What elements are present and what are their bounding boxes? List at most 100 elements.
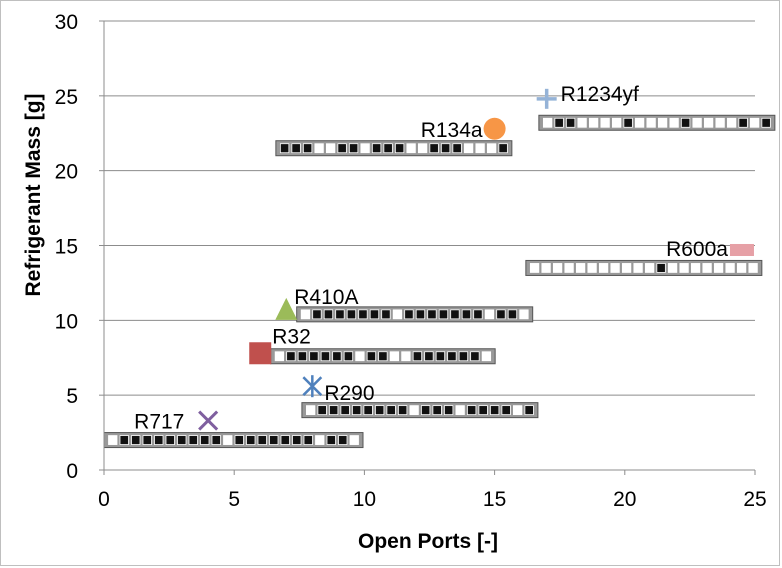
port-open — [343, 351, 354, 362]
series-label: R1234yf — [561, 83, 639, 106]
port-open — [246, 435, 256, 445]
port-open — [119, 435, 129, 445]
marker-r600a — [729, 243, 754, 256]
marker-r410a — [275, 297, 298, 320]
port-open — [340, 405, 350, 416]
port-open — [234, 435, 244, 445]
port-open — [269, 435, 279, 445]
port-open — [496, 309, 506, 320]
port-open — [200, 435, 210, 445]
port-open — [378, 351, 388, 362]
port-open — [297, 351, 308, 362]
port-closed — [598, 263, 609, 273]
y-tick-label: 5 — [66, 385, 78, 408]
port-strips — [103, 114, 776, 449]
port-closed — [315, 435, 325, 445]
port-closed — [481, 351, 492, 362]
port-open — [421, 405, 431, 416]
port-closed — [300, 309, 311, 320]
port-closed — [325, 143, 336, 154]
marker-r32 — [249, 342, 272, 365]
marker-r717 — [198, 410, 219, 431]
port-open — [490, 405, 500, 416]
port-open — [440, 143, 451, 154]
port-closed — [610, 263, 620, 273]
series-label: R410A — [294, 286, 358, 309]
x-axis-title: Open Ports [-] — [358, 530, 498, 553]
port-open — [404, 309, 414, 320]
port-closed — [355, 351, 365, 362]
port-closed — [306, 405, 316, 416]
y-tick-label: 30 — [55, 11, 78, 34]
port-open — [498, 143, 508, 154]
y-tick-label: 10 — [55, 310, 78, 333]
port-open — [292, 435, 302, 445]
port-open — [565, 117, 576, 128]
port-closed — [389, 351, 400, 362]
marker-r1234yf — [536, 88, 557, 109]
port-open — [394, 143, 405, 154]
port-closed — [541, 263, 551, 273]
port-closed — [392, 309, 403, 320]
port-open — [478, 405, 488, 416]
port-open — [326, 435, 336, 445]
port-open — [424, 351, 434, 362]
x-tick-label: 25 — [743, 488, 766, 511]
port-strip — [296, 306, 534, 323]
y-tick-label: 25 — [55, 86, 78, 109]
port-closed — [575, 263, 586, 273]
port-open — [398, 405, 408, 416]
port-closed — [657, 117, 668, 128]
port-open — [320, 351, 331, 362]
port-open — [383, 143, 393, 154]
port-open — [309, 351, 319, 362]
marker-r134a — [483, 117, 506, 140]
port-open — [323, 309, 334, 320]
port-open — [467, 405, 477, 416]
port-open — [381, 309, 391, 320]
port-closed — [690, 263, 701, 273]
port-strip — [270, 348, 496, 365]
port-open — [154, 435, 164, 445]
port-closed — [588, 117, 599, 128]
port-closed — [542, 117, 553, 128]
port-closed — [646, 117, 656, 128]
port-open — [371, 143, 382, 154]
port-closed — [475, 143, 485, 154]
port-open — [257, 435, 267, 445]
y-tick-label: 0 — [66, 460, 78, 483]
port-open — [366, 351, 377, 362]
port-closed — [749, 117, 760, 128]
port-open — [348, 143, 359, 154]
port-closed — [513, 405, 523, 416]
port-strip — [103, 432, 364, 449]
y-tick-label: 20 — [55, 161, 78, 184]
port-open — [524, 405, 534, 416]
port-open — [738, 117, 748, 128]
port-open — [761, 117, 771, 128]
port-open — [507, 309, 518, 320]
port-closed — [634, 117, 645, 128]
port-closed — [715, 117, 725, 128]
port-closed — [736, 263, 747, 273]
port-open — [211, 435, 221, 445]
port-open — [291, 143, 301, 154]
port-open — [363, 405, 373, 416]
port-closed — [600, 117, 610, 128]
port-closed — [679, 263, 689, 273]
port-strip — [538, 114, 776, 131]
port-closed — [223, 435, 233, 445]
marker-r290 — [302, 375, 323, 398]
series-label: R134a — [421, 119, 483, 142]
series-label: R32 — [272, 325, 311, 348]
port-closed — [726, 117, 737, 128]
port-open — [623, 117, 633, 128]
port-closed — [702, 263, 712, 273]
series-markers — [198, 88, 754, 431]
port-open — [279, 143, 290, 154]
port-closed — [725, 263, 735, 273]
series-label: R717 — [134, 411, 184, 434]
port-open — [332, 351, 342, 362]
